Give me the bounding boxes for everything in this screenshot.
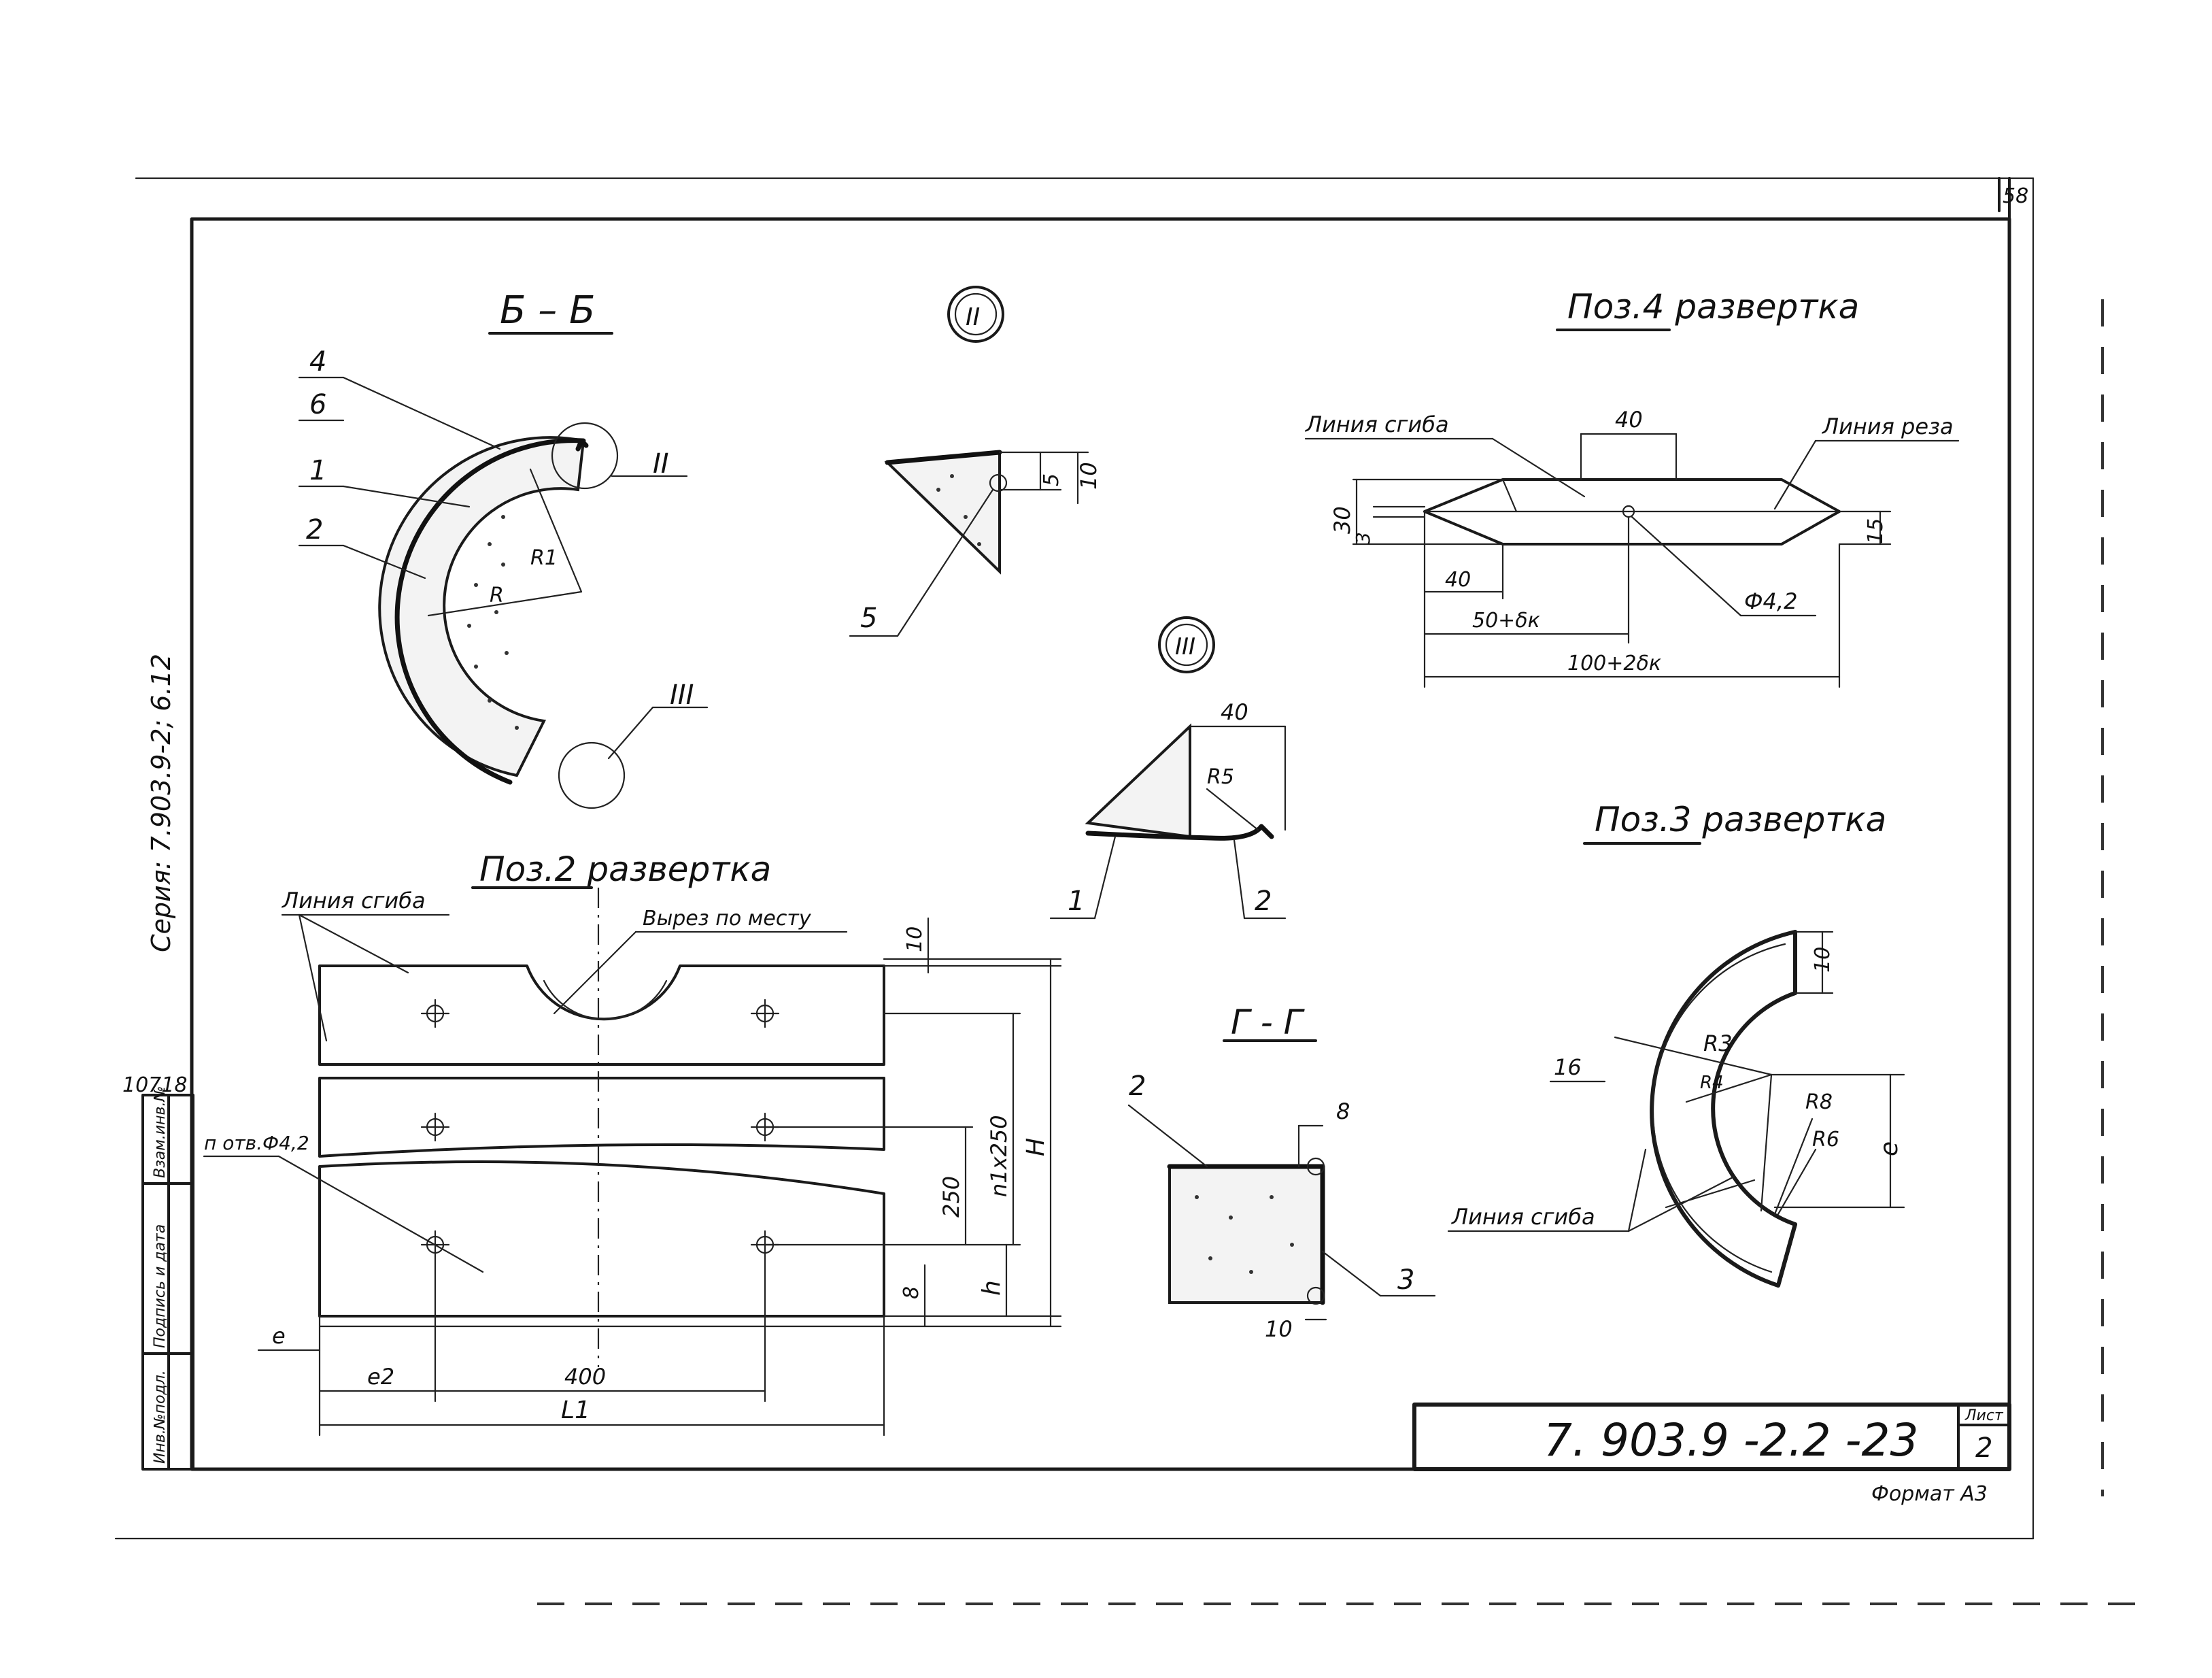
pos2-dim-e2: e2 [367, 1364, 394, 1390]
sheet-label: Лист [1964, 1407, 2004, 1424]
section-gg-dim-10: 10 [1265, 1316, 1293, 1342]
pos2-cutout: Вырез по месту [643, 907, 812, 930]
node-ref-2: II [653, 448, 669, 480]
pos3-r3: R3 [1703, 1030, 1733, 1056]
pos4-dim-mid: 50+δк [1472, 609, 1540, 633]
sheet-number: 2 [1975, 1432, 1992, 1464]
insulation-dots [467, 515, 519, 730]
pos3-development: Поз.3 развертка R3 R4 R8 R6 10 16 e Лини… [1447, 800, 1905, 1288]
section-bb-title: Б – Б [500, 288, 595, 333]
node-3-callout-1: 1 [1068, 886, 1085, 917]
format-label: Формат А3 [1871, 1482, 1988, 1506]
stamp-col-inv: Инв.№подл. [152, 1370, 169, 1464]
pos2-dim-400: 400 [564, 1364, 606, 1390]
series-label: Серия: 7.903.9-2; 6.12 [146, 654, 176, 952]
node-2-dim-10: 10 [1076, 462, 1102, 490]
pos4-dim-15: 15 [1864, 518, 1888, 544]
radius-r: R [490, 584, 504, 607]
pos4-cut-line: Линия реза [1822, 414, 1954, 439]
stamp-col-replace: Взам.инв.№ [152, 1086, 169, 1178]
section-gg-title: Г - Г [1231, 1003, 1306, 1042]
pos4-dim-total: 100+2δк [1567, 652, 1661, 675]
pos2-dim-e: e [272, 1323, 286, 1349]
title-block: 7. 903.9 -2.2 -23 Лист 2 [1412, 1403, 2011, 1471]
sheet-border [190, 217, 2011, 1471]
pos3-dim-e: e [1875, 1141, 1903, 1156]
pos4-dim-30: 30 [1329, 506, 1355, 534]
pos2-dim-10: 10 [903, 926, 927, 952]
pos2-bend-line: Линия сгиба [282, 888, 426, 913]
pos3-r8: R8 [1805, 1090, 1833, 1114]
radius-r1: R1 [530, 546, 558, 570]
pos4-bend-line: Линия сгиба [1305, 412, 1449, 437]
node-2-marker: II [966, 303, 980, 331]
section-gg-callout-3: 3 [1397, 1264, 1414, 1296]
pos3-bend-line: Линия сгиба [1451, 1204, 1595, 1230]
node-2-dots [936, 474, 981, 546]
section-gg: Г - Г 8 10 2 3 [1127, 1003, 1436, 1342]
pos3-dim-16: 16 [1554, 1054, 1582, 1080]
pos3-dim-10: 10 [1811, 947, 1835, 973]
pos3-r6: R6 [1812, 1128, 1839, 1152]
pos2-development: Поз.2 развертка Линия сгиба Вырез по мес… [203, 850, 1062, 1437]
left-stamp: Взам.инв.№ Подпись и дата Инв.№подл. [141, 1086, 194, 1471]
section-gg-dots [1195, 1195, 1294, 1274]
pos3-title: Поз.3 развертка [1595, 800, 1886, 839]
pos2-dim-L1: L1 [561, 1396, 590, 1424]
section-bb: Б – Б R1 R II III 4 6 1 [298, 288, 709, 809]
pos4-development: Поз.4 развертка 40 30 3 15 40 50+δк 100+… [1304, 287, 1960, 688]
pos2-holes [420, 999, 780, 1260]
node-3-dim-r5: R5 [1207, 765, 1234, 789]
node-2-dim-5: 5 [1040, 473, 1064, 486]
page-number: 58 [2003, 184, 2028, 208]
node-3-callout-2: 2 [1255, 886, 1272, 917]
node-3: III 40 R5 1 2 [1049, 616, 1287, 920]
pos4-hole: Ф4,2 [1744, 588, 1797, 614]
stamp-col-signature: Подпись и дата [152, 1224, 169, 1348]
pos2-dim-250: 250 [938, 1176, 964, 1218]
node-2-callout-5: 5 [860, 603, 877, 634]
scan-frame [114, 177, 2142, 1605]
section-gg-dim-8: 8 [1336, 1098, 1350, 1124]
archive-number: 10718 [122, 1073, 187, 1097]
pos2-hole-label: п отв.Ф4,2 [204, 1132, 309, 1154]
pos4-dim-3: 3 [1352, 532, 1374, 544]
pos2-dim-pitch: n1x250 [986, 1115, 1012, 1197]
pos4-title: Поз.4 развертка [1567, 287, 1859, 326]
node-3-marker: III [1175, 633, 1195, 660]
node-2: II 10 5 5 [849, 286, 1102, 637]
pos2-title: Поз.2 развертка [479, 850, 771, 889]
callout-1: 1 [309, 455, 326, 486]
pos2-dim-h: h [978, 1280, 1006, 1296]
callout-4: 4 [309, 346, 326, 377]
pos4-dim-40-top: 40 [1615, 407, 1643, 433]
designation: 7. 903.9 -2.2 -23 [1544, 1414, 1918, 1466]
pos2-dim-8: 8 [900, 1286, 923, 1299]
pos3-r4: R4 [1700, 1073, 1724, 1093]
node-ref-3: III [670, 679, 694, 711]
node-3-dim-40: 40 [1221, 699, 1248, 725]
pos2-dim-H: H [1022, 1138, 1050, 1156]
section-gg-callout-2: 2 [1129, 1071, 1146, 1102]
pos4-dim-40-left: 40 [1445, 568, 1471, 592]
callout-2: 2 [306, 514, 323, 546]
callout-6: 6 [309, 389, 326, 420]
